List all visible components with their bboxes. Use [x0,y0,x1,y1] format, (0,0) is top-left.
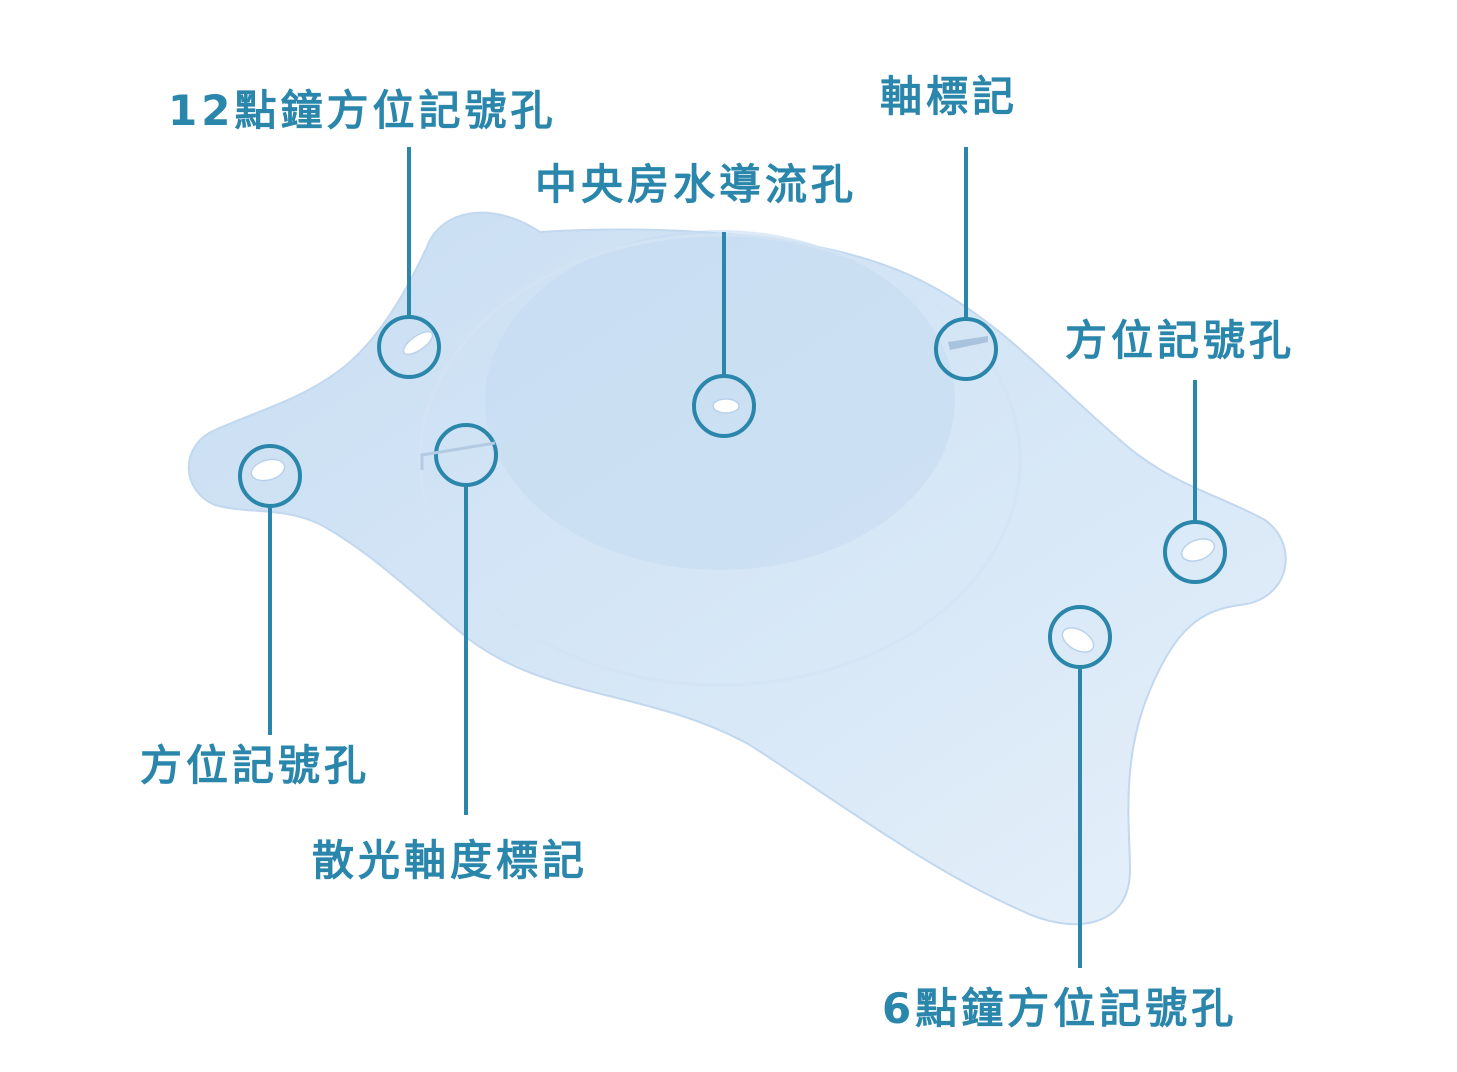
label-6-oclock-hole: 6點鐘方位記號孔 [882,984,1238,1033]
toric-mark-line [420,441,496,470]
toric-mark-marker [434,423,498,487]
axis-mark-line [948,336,988,350]
hole-left [250,458,286,482]
hole-6-marker [1048,605,1112,669]
label-central-hole: 中央房水導流孔 [535,160,858,209]
label-12-oclock-hole: 12點鐘方位記號孔 [168,86,557,135]
optic-zone-outer [418,233,1022,687]
label-right-hole: 方位記號孔 [1065,316,1296,365]
hole-right [1180,538,1216,562]
axis-mark-marker [934,317,998,381]
label-toric-mark: 散光軸度標記 [312,836,589,885]
central-hole-marker [692,374,756,438]
label-left-hole: 方位記號孔 [140,741,371,790]
hole-right-marker [1163,520,1227,584]
central-hole [712,398,740,414]
hole-left-marker [238,444,302,508]
hole-12 [402,330,434,356]
label-axis-mark: 軸標記 [880,72,1019,121]
hole-12-marker [377,315,441,379]
hole-6 [1061,627,1095,653]
